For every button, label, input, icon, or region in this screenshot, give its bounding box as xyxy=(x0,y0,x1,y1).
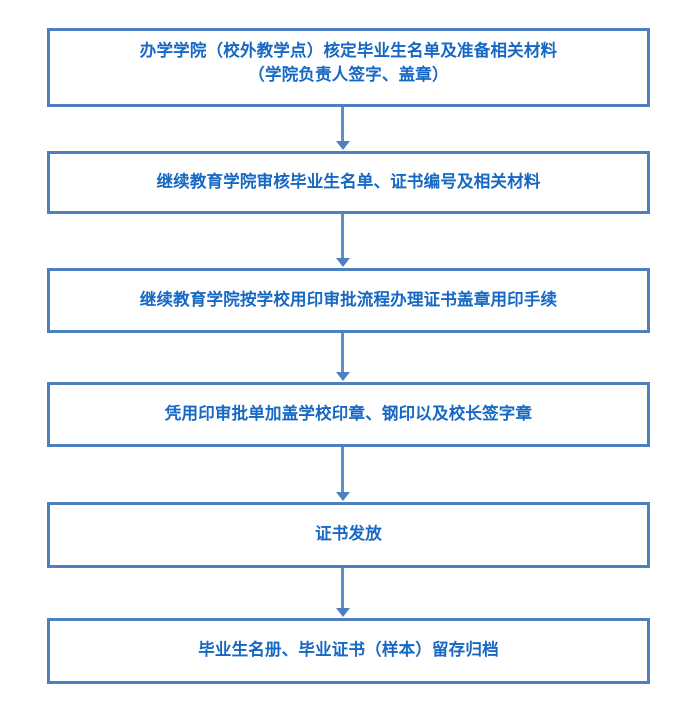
flowchart-node-3: 继续教育学院按学校用印审批流程办理证书盖章用印手续 xyxy=(47,268,650,333)
connector-line xyxy=(341,214,344,259)
flowchart-node-4: 凭用印审批单加盖学校印章、钢印以及校长签字章 xyxy=(47,382,650,447)
connector-line xyxy=(341,568,344,609)
flowchart-node-1: 办学学院（校外教学点）核定毕业生名单及准备相关材料 （学院负责人签字、盖章） xyxy=(47,28,650,107)
flowchart-connector-1 xyxy=(335,107,351,151)
arrow-down-icon xyxy=(336,492,350,501)
arrow-down-icon xyxy=(336,258,350,267)
arrow-down-icon xyxy=(336,141,350,150)
flowchart-connector-5 xyxy=(335,568,351,618)
flowchart-node-1-label: 办学学院（校外教学点）核定毕业生名单及准备相关材料 （学院负责人签字、盖章） xyxy=(139,42,558,84)
flowchart-node-2: 继续教育学院审核毕业生名单、证书编号及相关材料 xyxy=(47,151,650,214)
connector-line xyxy=(341,107,344,142)
flowchart-connector-3 xyxy=(335,333,351,382)
flowchart-connector-4 xyxy=(335,447,351,502)
arrow-down-icon xyxy=(336,372,350,381)
flowchart-node-4-label: 凭用印审批单加盖学校印章、钢印以及校长签字章 xyxy=(164,404,533,423)
arrow-down-icon xyxy=(336,608,350,617)
flowchart-connector-2 xyxy=(335,214,351,268)
flowchart-node-6-label: 毕业生名册、毕业证书（样本）留存归档 xyxy=(198,641,499,660)
connector-line xyxy=(341,333,344,373)
connector-line xyxy=(341,447,344,493)
flowchart-node-3-label: 继续教育学院按学校用印审批流程办理证书盖章用印手续 xyxy=(139,290,558,309)
flowchart-node-2-label: 继续教育学院审核毕业生名单、证书编号及相关材料 xyxy=(156,172,541,191)
flowchart-node-5-label: 证书发放 xyxy=(315,525,382,544)
flowchart-node-6: 毕业生名册、毕业证书（样本）留存归档 xyxy=(47,618,650,684)
flowchart-node-5: 证书发放 xyxy=(47,502,650,568)
